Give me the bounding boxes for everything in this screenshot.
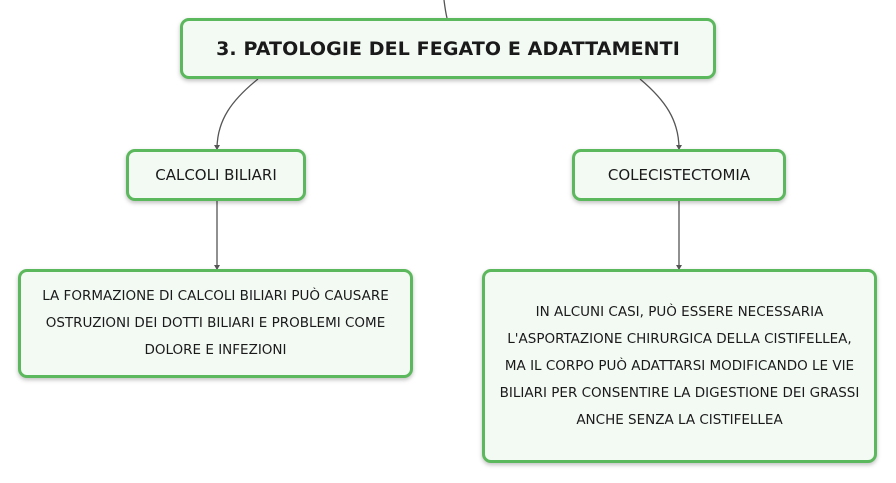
connector-root-to-calcoli xyxy=(216,78,259,150)
subtopic-calcoli-biliari[interactable]: CALCOLI BILIARI xyxy=(126,149,306,201)
subtopic-label: CALCOLI BILIARI xyxy=(155,166,277,184)
detail-text: IN ALCUNI CASI, PUÒ ESSERE NECESSARIA L'… xyxy=(499,303,860,428)
arrowhead-colecistectomia xyxy=(676,145,682,150)
subtopic-colecistectomia[interactable]: COLECISTECTOMIA xyxy=(572,149,786,201)
detail-colecistectomia[interactable]: IN ALCUNI CASI, PUÒ ESSERE NECESSARIA L'… xyxy=(482,269,877,463)
arrowhead-colecistectomia-detail xyxy=(676,265,682,270)
arrowhead-calcoli xyxy=(214,145,220,150)
root-topic-node[interactable]: 3. PATOLOGIE DEL FEGATO E ADATTAMENTI xyxy=(180,18,716,79)
arrowhead-calcoli-detail xyxy=(214,265,220,270)
root-topic-label: 3. PATOLOGIE DEL FEGATO E ADATTAMENTI xyxy=(216,37,680,60)
detail-calcoli-biliari[interactable]: LA FORMAZIONE DI CALCOLI BILIARI PUÒ CAU… xyxy=(18,269,413,378)
detail-text: LA FORMAZIONE DI CALCOLI BILIARI PUÒ CAU… xyxy=(42,288,389,358)
subtopic-label: COLECISTECTOMIA xyxy=(607,166,751,184)
connector-incoming xyxy=(443,0,448,19)
connector-root-to-colecistectomia xyxy=(639,78,680,150)
